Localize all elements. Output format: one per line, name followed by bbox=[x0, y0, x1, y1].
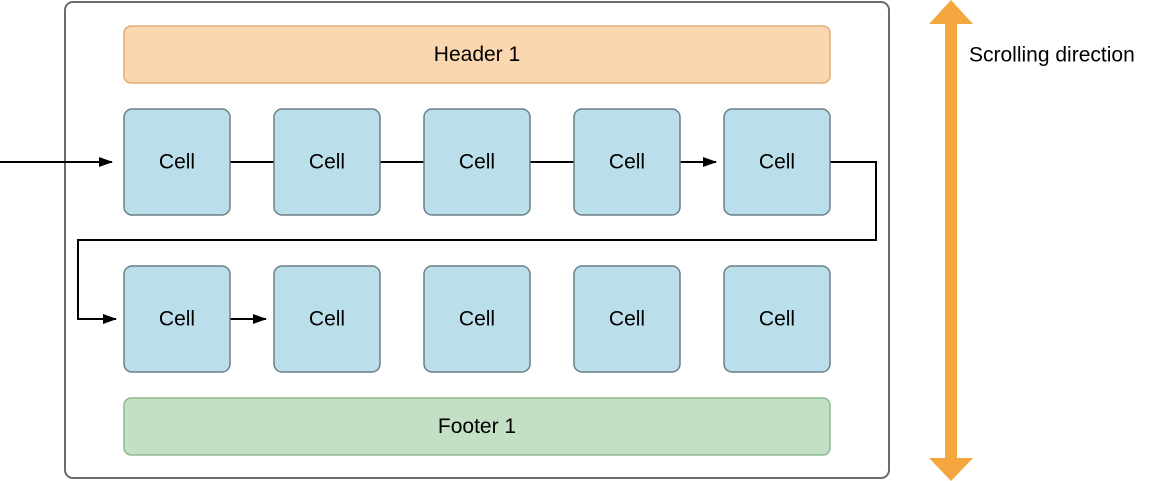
cell-label: Cell bbox=[159, 151, 195, 174]
header-label: Header 1 bbox=[434, 43, 520, 66]
cell-label: Cell bbox=[309, 151, 345, 174]
cell: Cell bbox=[573, 108, 681, 216]
cell-box bbox=[423, 108, 531, 216]
cell-label: Cell bbox=[759, 308, 795, 331]
footer-box bbox=[123, 397, 831, 456]
cell-label: Cell bbox=[609, 151, 645, 174]
cell: Cell bbox=[123, 108, 231, 216]
cell-label: Cell bbox=[309, 308, 345, 331]
cell-label: Cell bbox=[459, 308, 495, 331]
header-section: Header 1 bbox=[123, 25, 831, 84]
cell-box bbox=[723, 108, 831, 216]
cell-label: Cell bbox=[609, 308, 645, 331]
scroll-arrow-up-icon bbox=[929, 0, 973, 24]
cell: Cell bbox=[723, 265, 831, 373]
footer-label: Footer 1 bbox=[438, 415, 516, 438]
cell-box bbox=[123, 108, 231, 216]
cell: Cell bbox=[723, 108, 831, 216]
cell: Cell bbox=[423, 265, 531, 373]
cell: Cell bbox=[123, 265, 231, 373]
cell: Cell bbox=[423, 108, 531, 216]
cell-box bbox=[273, 108, 381, 216]
cell-label: Cell bbox=[759, 151, 795, 174]
row-wrap-arrow bbox=[77, 161, 877, 324]
footer-section: Footer 1 bbox=[123, 397, 831, 456]
cell-box bbox=[423, 265, 531, 373]
cell-label: Cell bbox=[159, 308, 195, 331]
cell: Cell bbox=[573, 265, 681, 373]
cell-label: Cell bbox=[459, 151, 495, 174]
scroll-arrow-down-icon bbox=[929, 458, 973, 481]
cell-box bbox=[123, 265, 231, 373]
cell: Cell bbox=[273, 108, 381, 216]
cell-box bbox=[573, 108, 681, 216]
cell-layout-flow bbox=[0, 157, 877, 324]
scroll-arrow-shaft bbox=[945, 20, 957, 462]
cell-box bbox=[573, 265, 681, 373]
header-box bbox=[123, 25, 831, 84]
scrolling-direction-label: Scrolling direction bbox=[969, 44, 1135, 67]
cell: Cell bbox=[273, 265, 381, 373]
cell-box bbox=[273, 265, 381, 373]
cell-box bbox=[723, 265, 831, 373]
scrolling-direction-indicator: Scrolling direction bbox=[929, 0, 1135, 481]
